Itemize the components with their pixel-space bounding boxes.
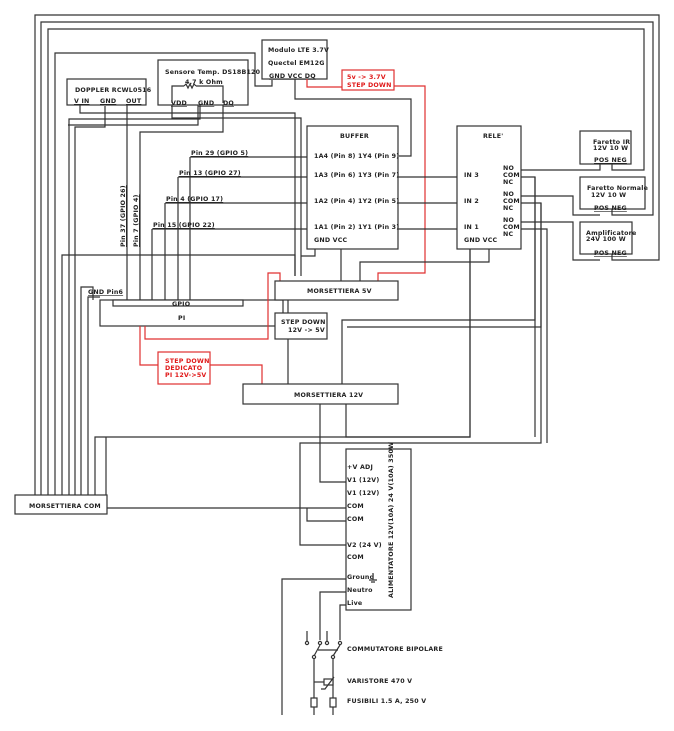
temp-sensor-pin-vdd: VDD: [171, 100, 187, 107]
pi-gpio-header: GPIO: [172, 301, 191, 308]
relay-ch3-no: NO: [503, 165, 514, 172]
temp-sensor-pin-gnd: GND: [198, 100, 214, 107]
psu-pin-v2: V2 (24 V): [347, 542, 382, 549]
buffer-power: GND VCC: [314, 237, 348, 244]
gpio-label-pin37: Pin 37 (GPIO 26): [120, 185, 127, 247]
temp-sensor-title: Sensore Temp. DS18B120: [165, 69, 261, 76]
doppler-pin-out: OUT: [126, 98, 142, 105]
buffer-title: BUFFER: [340, 133, 369, 140]
buffer-row-1a2: 1A2 (Pin 4) 1Y2 (Pin 5): [314, 198, 399, 205]
doppler-title: DOPPLER RCWL0516: [75, 87, 152, 94]
doppler-module: DOPPLER RCWL0516 V IN GND OUT: [66, 78, 152, 106]
relay-ch1-nc: NC: [503, 231, 513, 238]
relay-in2: IN 2: [464, 198, 479, 205]
lte-title-1: Modulo LTE 3.7V: [268, 47, 329, 54]
power-supply: +V ADJ V1 (12V) V1 (12V) COM COM V2 (24 …: [345, 442, 412, 611]
relay-ch3-com: COM: [503, 172, 520, 179]
lte-module: Modulo LTE 3.7V Quectel EM12G GND VCC DQ: [261, 39, 329, 80]
psu-pin-com3: COM: [347, 554, 364, 561]
doppler-pin-vin: V IN: [74, 98, 89, 105]
temp-sensor-resistor: 4.7 k Ohm: [185, 79, 223, 86]
relay-title: RELE': [483, 133, 503, 140]
load-amp-rating: 24V 100 W: [586, 236, 626, 243]
load-faretto-normale: Faretto Normale 12V 10 W POS NEG: [579, 176, 648, 212]
fuse-label: FUSIBILI 1.5 A, 250 V: [347, 698, 426, 705]
stepdown-12v-5v: STEP DOWN 12V -> 5V: [274, 312, 328, 340]
buffer-chip: BUFFER 1A4 (Pin 8) 1Y4 (Pin 9) 1A3 (Pin …: [306, 125, 399, 250]
pi-stepdown-line1: STEP DOWN: [165, 358, 210, 365]
load-amp-pins: POS NEG: [594, 250, 627, 257]
relay-in1: IN 1: [464, 224, 479, 231]
buffer-row-1a4: 1A4 (Pin 8) 1Y4 (Pin 9): [314, 153, 399, 160]
terminal-5v-label: MORSETTIERA 5V: [307, 288, 372, 295]
load-ir-pins: POS NEG: [594, 157, 627, 164]
varistor-icon: [314, 676, 335, 690]
pi-stepdown-line3: PI 12V->5V: [165, 372, 206, 379]
load-amplificatore: Amplificatore 24V 100 W POS NEG: [579, 221, 636, 257]
terminal-12v-label: MORSETTIERA 12V: [294, 392, 363, 399]
temp-sensor-pin-dq: DQ: [223, 100, 234, 107]
psu-pin-v1b: V1 (12V): [347, 490, 379, 497]
bipolar-switch: [304, 631, 343, 660]
relay-module: RELE' IN 3 IN 2 IN 1 NO COM NC NO COM NC…: [456, 125, 522, 250]
relay-ch1-com: COM: [503, 224, 520, 231]
gpio-label-pin4: Pin 4 (GPIO 17): [166, 196, 223, 203]
lte-stepdown: 5v -> 3.7V STEP DOWN: [341, 69, 395, 91]
gpio-label-pin7: Pin 7 (GPIO 4): [133, 194, 140, 247]
relay-ch2-nc: NC: [503, 205, 513, 212]
gpio-label-pin15: Pin 15 (GPIO 22): [153, 222, 215, 229]
lte-stepdown-line1: 5v -> 3.7V: [347, 74, 386, 81]
psu-pin-ground: Ground: [347, 574, 374, 581]
psu-pin-vadj: +V ADJ: [347, 464, 373, 471]
lte-title-2: Quectel EM12G: [268, 60, 325, 67]
buffer-row-1a3: 1A3 (Pin 6) 1Y3 (Pin 7): [314, 172, 399, 179]
lte-stepdown-line2: STEP DOWN: [347, 82, 392, 89]
temp-sensor: Sensore Temp. DS18B120 4.7 k Ohm VDD GND…: [157, 59, 261, 107]
load-amp-name: Amplificatore: [586, 230, 636, 237]
psu-pin-v1a: V1 (12V): [347, 477, 379, 484]
psu-pin-com2: COM: [347, 516, 364, 523]
relay-ch1-no: NO: [503, 217, 514, 224]
load-normale-rating: 12V 10 W: [591, 192, 626, 199]
pi-stepdown-line2: DEDICATO: [165, 365, 203, 372]
ground-symbol-icon: [369, 573, 377, 583]
pi-title: PI: [178, 315, 185, 322]
relay-ch2-com: COM: [503, 198, 520, 205]
psu-pin-com1: COM: [347, 503, 364, 510]
fuse-icon: [310, 697, 318, 708]
relay-ch3-nc: NC: [503, 179, 513, 186]
psu-pin-live: Live: [347, 600, 362, 607]
psu-title: ALIMENTATORE 12V(10A) 24 V(10A) 350W: [388, 442, 395, 598]
terminal-block-12v: MORSETTIERA 12V: [242, 383, 399, 405]
stepdown-pi-dedicated: STEP DOWN DEDICATO PI 12V->5V: [157, 351, 211, 385]
load-ir-rating: 12V 10 W: [593, 145, 628, 152]
fuse-icon: [329, 697, 337, 708]
resistor-icon: [183, 82, 197, 90]
raspberry-pi: GPIO PI: [99, 299, 284, 327]
relay-power: GND VCC: [464, 237, 498, 244]
doppler-pin-gnd: GND: [100, 98, 116, 105]
buffer-row-1a1: 1A1 (Pin 2) 1Y1 (Pin 3): [314, 224, 399, 231]
relay-ch2-no: NO: [503, 191, 514, 198]
pi-gnd-label: GND Pin6: [88, 289, 124, 296]
load-faretto-ir: Faretto IR 12V 10 W POS NEG: [579, 130, 632, 165]
terminal-com-label: MORSETTIERA COM: [29, 503, 101, 510]
terminal-block-com: MORSETTIERA COM: [14, 494, 108, 515]
load-normale-name: Faretto Normale: [587, 185, 648, 192]
stepdown-12-5-line2: 12V -> 5V: [288, 327, 325, 334]
switch-label: COMMUTATORE BIPOLARE: [347, 646, 443, 653]
stepdown-12-5-line1: STEP DOWN: [281, 319, 326, 326]
varistor-label: VARISTORE 470 V: [347, 678, 412, 685]
load-ir-name: Faretto IR: [593, 139, 630, 146]
relay-in3: IN 3: [464, 172, 479, 179]
gpio-label-pin29: Pin 29 (GPIO 5): [191, 150, 248, 157]
lte-pins: GND VCC DQ: [269, 73, 316, 80]
gpio-label-pin13: Pin 13 (GPIO 27): [179, 170, 241, 177]
load-normale-pins: POS NEG: [594, 205, 627, 212]
terminal-block-5v: MORSETTIERA 5V: [274, 280, 399, 301]
psu-pin-neutro: Neutro: [347, 587, 373, 594]
